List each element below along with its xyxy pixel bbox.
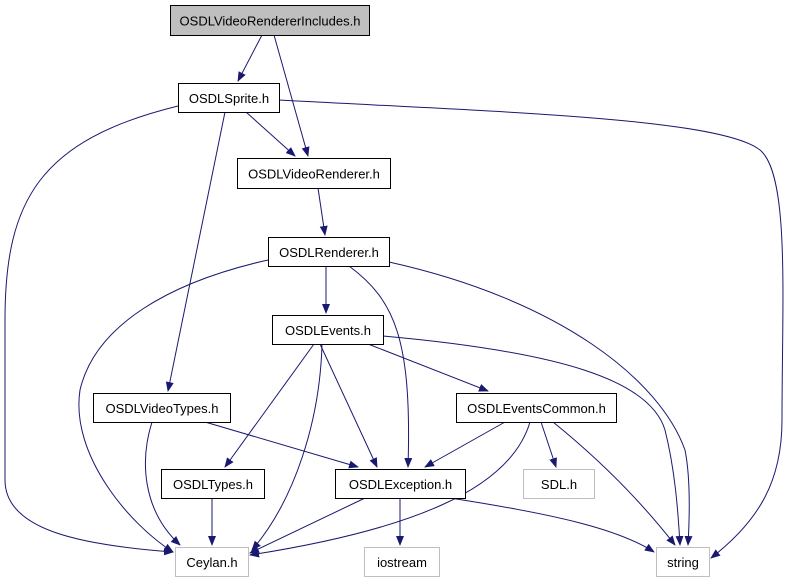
edge-events-to-eventscommon: [367, 343, 489, 392]
node-ceylan-label: Ceylan.h: [186, 555, 237, 570]
edge-videotypes-to-ceylan: [144, 421, 181, 546]
edge-sprite-to-string: [278, 99, 784, 559]
node-eventscommon-label: OSDLEventsCommon.h: [467, 401, 606, 416]
node-videotypes[interactable]: OSDLVideoTypes.h: [93, 393, 231, 423]
edge-root-to-sprite: [237, 34, 263, 82]
edge-eventscommon-to-sdl: [540, 421, 557, 468]
node-sprite-box: [178, 83, 280, 113]
node-exception-label: OSDLException.h: [349, 477, 452, 492]
edge-eventscommon-to-ceylan: [249, 421, 531, 558]
node-iostream: iostream: [364, 547, 440, 577]
node-exception[interactable]: OSDLException.h: [335, 469, 466, 499]
node-types-box: [161, 469, 265, 499]
node-exception-box: [335, 469, 466, 499]
node-videorenderer-box: [237, 158, 391, 189]
node-root-label: OSDLVideoRendererIncludes.h: [180, 14, 361, 29]
node-string-label: string: [667, 555, 699, 570]
node-eventscommon-box: [456, 393, 617, 423]
node-iostream-box: [364, 547, 440, 577]
edge-root-to-videorenderer: [273, 34, 310, 157]
node-eventscommon[interactable]: OSDLEventsCommon.h: [456, 393, 617, 423]
node-string-box: [656, 547, 710, 577]
edge-videotypes-to-exception: [204, 421, 359, 469]
edge-eventscommon-to-exception: [424, 421, 506, 468]
node-renderer-label: OSDLRenderer.h: [279, 245, 379, 260]
edge-exception-to-string: [449, 497, 655, 553]
edge-sprite-to-videorenderer: [245, 111, 296, 157]
node-renderer-box: [268, 237, 390, 267]
node-events-box: [272, 315, 384, 345]
edge-renderer-to-ceylan: [78, 259, 269, 553]
node-videotypes-label: OSDLVideoTypes.h: [106, 401, 219, 416]
node-videorenderer[interactable]: OSDLVideoRenderer.h: [237, 158, 391, 189]
node-sdl: SDL.h: [523, 469, 595, 499]
edge-renderer-to-string: [388, 261, 693, 546]
edge-videorenderer-to-renderer: [317, 187, 328, 236]
edge-exception-to-ceylan: [249, 497, 366, 554]
node-types-label: OSDLTypes.h: [173, 477, 253, 492]
edge-events-to-string: [382, 335, 684, 546]
node-sdl-label: SDL.h: [541, 477, 577, 492]
node-sdl-box: [523, 469, 595, 499]
edge-events-to-types: [224, 343, 315, 468]
edge-events-to-ceylan: [251, 343, 323, 551]
edge-events-to-exception: [319, 343, 378, 468]
edge-renderer-to-exception: [348, 265, 413, 468]
node-root[interactable]: OSDLVideoRendererIncludes.h: [170, 5, 370, 36]
node-iostream-label: iostream: [377, 555, 427, 570]
edge-eventscommon-to-string: [552, 421, 676, 546]
node-videorenderer-label: OSDLVideoRenderer.h: [248, 167, 380, 182]
node-sprite-label: OSDLSprite.h: [189, 91, 269, 106]
node-sprite[interactable]: OSDLSprite.h: [178, 83, 280, 113]
node-renderer[interactable]: OSDLRenderer.h: [268, 237, 390, 267]
edge-sprite-to-ceylan: [4, 105, 179, 556]
edge-sprite-to-videotypes: [165, 111, 226, 392]
node-string: string: [656, 547, 710, 577]
node-videotypes-box: [93, 393, 231, 423]
node-events[interactable]: OSDLEvents.h: [272, 315, 384, 345]
node-types[interactable]: OSDLTypes.h: [161, 469, 265, 499]
node-events-label: OSDLEvents.h: [285, 323, 371, 338]
node-ceylan: Ceylan.h: [175, 547, 249, 577]
node-root-box: [170, 5, 370, 36]
node-ceylan-box: [175, 547, 249, 577]
